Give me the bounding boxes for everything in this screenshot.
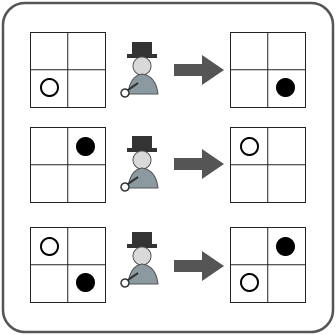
- black-dot: [276, 237, 295, 256]
- after-grid-row-1: [230, 32, 306, 108]
- right-arrow-icon: [174, 149, 224, 179]
- before-grid-row-2: [30, 127, 106, 203]
- black-dot: [276, 78, 295, 97]
- after-grid-row-3: [230, 227, 306, 303]
- top-hat-figure-icon: [112, 230, 172, 290]
- before-grid-row-3: [30, 227, 106, 303]
- black-dot: [76, 273, 95, 292]
- before-grid-row-1: [30, 32, 106, 108]
- top-hat-figure-icon: [112, 40, 172, 100]
- right-arrow-icon: [174, 251, 224, 281]
- after-grid-row-2: [230, 127, 306, 203]
- white-dot: [40, 78, 59, 97]
- white-dot: [240, 273, 259, 292]
- white-dot: [40, 237, 59, 256]
- right-arrow-icon: [174, 55, 224, 85]
- white-dot: [240, 137, 259, 156]
- top-hat-figure-icon: [112, 134, 172, 194]
- black-dot: [76, 137, 95, 156]
